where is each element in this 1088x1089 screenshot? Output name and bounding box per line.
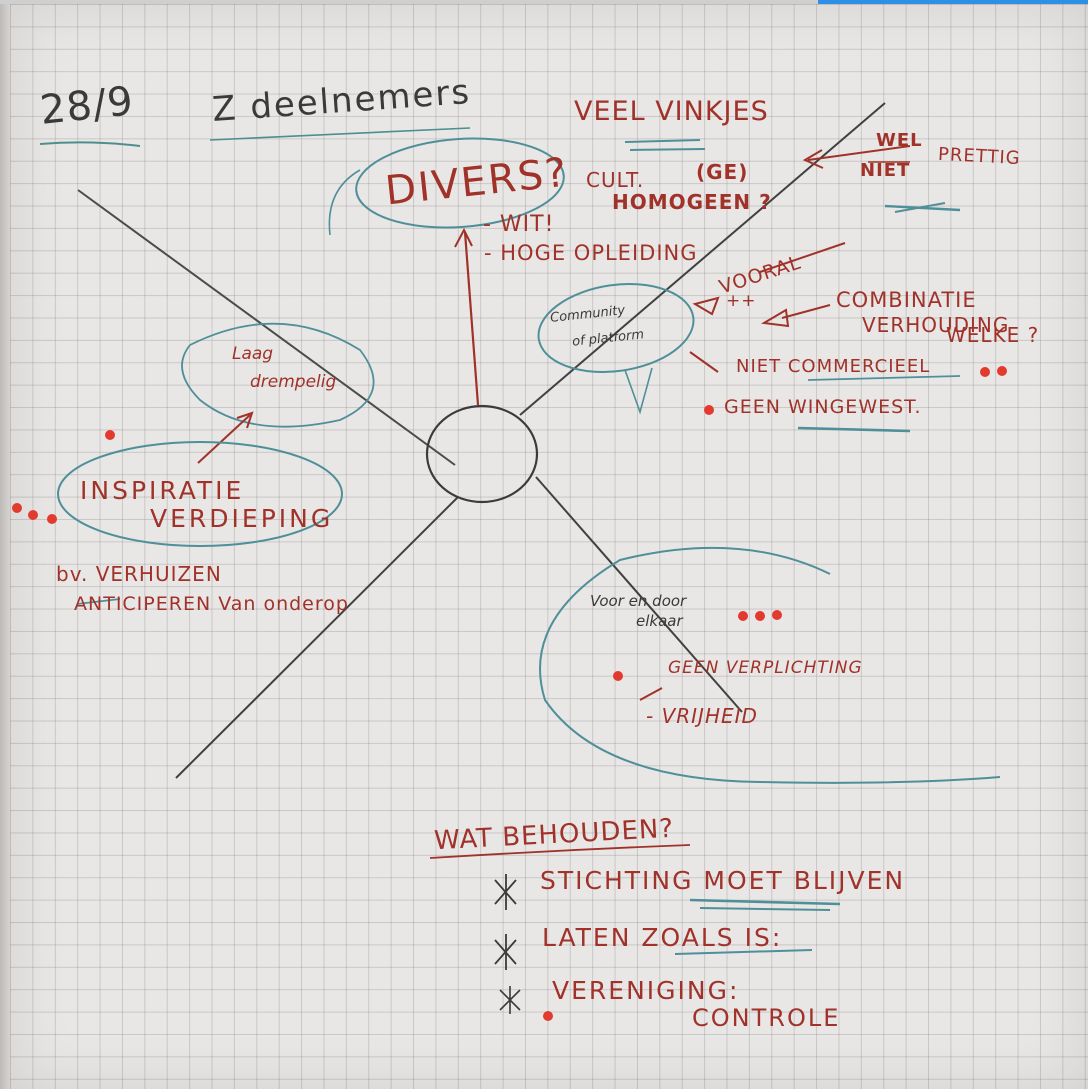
heading-underline bbox=[429, 844, 691, 859]
prettig-label: PRETTIG bbox=[937, 143, 1022, 170]
laag-arrowhead bbox=[236, 411, 254, 429]
stichting-item: STICHTING MOET BLIJVEN bbox=[540, 866, 906, 895]
bullet-2 bbox=[494, 934, 517, 970]
center-circle bbox=[425, 404, 539, 504]
commercieel-arrow bbox=[689, 351, 719, 373]
combinatie-arrowhead bbox=[760, 308, 790, 328]
community-oval bbox=[537, 283, 695, 373]
axis-bottom-left bbox=[175, 496, 459, 779]
axis-top-right bbox=[519, 102, 886, 416]
inspiratie-oval bbox=[57, 441, 343, 547]
wel-label: WEL bbox=[876, 130, 923, 151]
homogeen-label: HOMOGEEN ? bbox=[612, 190, 772, 214]
divers-item-opleiding: - HOGE OPLEIDING bbox=[484, 241, 698, 265]
red-arrow-up bbox=[463, 231, 480, 406]
dot-vereniging bbox=[543, 1011, 553, 1021]
dot-wingewest bbox=[704, 405, 714, 415]
top-bar bbox=[0, 0, 1088, 4]
welke-label: WELKE ? bbox=[946, 323, 1040, 347]
wingewest-underline bbox=[797, 426, 911, 433]
ge-label: (GE) bbox=[696, 160, 749, 184]
geen-wingewest-label: GEEN WINGEWEST. bbox=[724, 396, 922, 418]
commercieel-underline bbox=[807, 375, 961, 381]
verhouding-label: VERHOUDING bbox=[862, 313, 1010, 337]
voor-door-oval bbox=[539, 546, 1001, 784]
niet-commercieel-label: NIET COMMERCIEEL bbox=[736, 356, 931, 377]
anticiperen-label: ANTICIPEREN Van onderop bbox=[74, 593, 349, 615]
dot-left-2 bbox=[28, 510, 38, 520]
niet-label: NIET bbox=[860, 160, 911, 181]
cult-label: CULT. bbox=[586, 168, 645, 192]
dot-inspiratie bbox=[105, 430, 115, 440]
paper-left-edge bbox=[0, 4, 10, 1089]
controle-item: CONTROLE bbox=[692, 1004, 841, 1032]
axis-bottom-right bbox=[535, 476, 743, 713]
voor-door-label-1: Voor en door bbox=[590, 592, 687, 610]
date-underline bbox=[39, 141, 141, 147]
spacer bbox=[616, 676, 660, 690]
bv-verhuizen-label: bv. VERHUIZEN bbox=[56, 562, 222, 586]
dot-left-3 bbox=[47, 514, 57, 524]
vooral-arrowhead bbox=[692, 296, 720, 316]
dot-voor-door-2 bbox=[755, 611, 765, 621]
dot-verplichting bbox=[613, 671, 623, 681]
anticiperen-underline bbox=[76, 598, 121, 605]
dot-commercieel-1 bbox=[980, 367, 990, 377]
bullet-1 bbox=[494, 874, 517, 910]
verdieping-label: VERDIEPING bbox=[150, 504, 334, 533]
prettig-mark-2 bbox=[894, 202, 946, 213]
vinkjes-mark-2 bbox=[629, 148, 706, 151]
vooral-plus-label: ++ bbox=[726, 291, 757, 311]
bullet-3 bbox=[499, 986, 521, 1014]
dot-voor-door-1 bbox=[738, 611, 748, 621]
vereniging-item: VERENIGING: bbox=[552, 976, 740, 1005]
laten-zoals-item: LATEN ZOALS IS: bbox=[542, 923, 783, 952]
veel-vinkjes-label: VEEL VINKJES bbox=[574, 96, 769, 127]
divers-oval bbox=[355, 137, 565, 229]
laag-arrow bbox=[197, 414, 251, 464]
title-underline bbox=[209, 127, 471, 141]
inspiratie-label: INSPIRATIE bbox=[80, 476, 245, 505]
voor-door-label-2: elkaar bbox=[636, 612, 683, 630]
drempelig-label: drempelig bbox=[250, 372, 337, 392]
vrijheid-label: - VRIJHEID bbox=[646, 704, 758, 728]
divers-item-wit: - WIT! bbox=[483, 212, 555, 237]
laag-drempelig-oval bbox=[181, 322, 375, 428]
date-label: 28/9 bbox=[37, 78, 136, 134]
divers-oval-tail bbox=[328, 169, 361, 236]
zoals-underline bbox=[674, 949, 813, 955]
combinatie-line bbox=[781, 304, 831, 319]
wel-arrow-head bbox=[802, 149, 824, 169]
laag-label: Laag bbox=[232, 344, 274, 364]
blijven-underline-1 bbox=[689, 898, 841, 906]
red-dots bbox=[12, 366, 1007, 1021]
geen-verplichting-label: GEEN VERPLICHTING bbox=[668, 658, 863, 678]
community-v-mark bbox=[624, 367, 653, 415]
red-arrow-head bbox=[454, 227, 473, 248]
dot-commercieel-2 bbox=[997, 366, 1007, 376]
dash-mark bbox=[639, 687, 663, 701]
vooral-line bbox=[759, 242, 846, 273]
dot-voor-door-3 bbox=[772, 610, 782, 620]
wel-arrow bbox=[807, 145, 911, 161]
dot-left-1 bbox=[12, 503, 22, 513]
vinkjes-mark-1 bbox=[624, 139, 701, 143]
axis-top-left bbox=[77, 189, 456, 466]
combinatie-label: COMBINATIE bbox=[836, 288, 977, 312]
top-bar-accent bbox=[818, 0, 1088, 4]
blijven-underline-2 bbox=[699, 907, 831, 911]
